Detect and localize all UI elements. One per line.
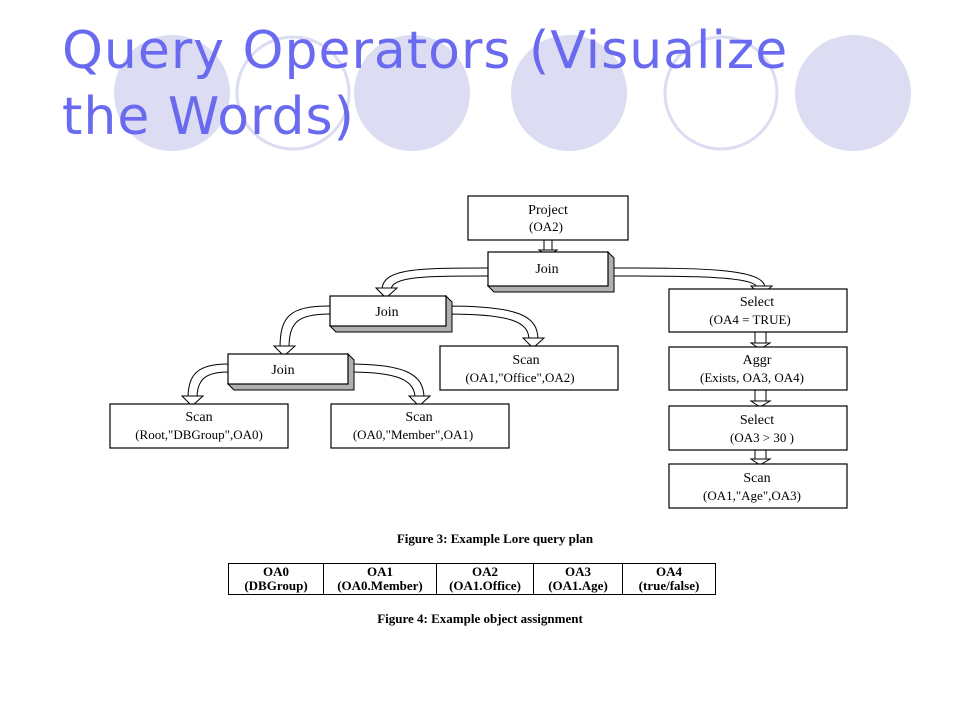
node-scan-root-name: Scan — [185, 410, 212, 425]
edge-join2-join3-inner — [288, 313, 331, 349]
oa2-name: OA2 — [472, 564, 498, 579]
oa1-desc: (OA0.Member) — [337, 578, 423, 593]
deco-circle-5 — [663, 35, 779, 151]
node-select1-name: Select — [740, 295, 774, 310]
deco-circle-1 — [114, 35, 230, 151]
node-scan-office-args: (OA1,"Office",OA2) — [465, 370, 574, 385]
node-select2-name: Select — [740, 413, 774, 428]
edge-join3-scan-member — [347, 363, 425, 399]
node-aggr-name: Aggr — [743, 353, 772, 368]
object-assignment-table: OA0 (DBGroup) OA1 (OA0.Member) OA2 (OA1.… — [228, 563, 716, 595]
node-scan-root-box — [109, 403, 289, 449]
node-select1-args: (OA4 = TRUE) — [709, 312, 790, 327]
node-scan-age-args: (OA1,"Age",OA3) — [703, 488, 801, 503]
arrowhead-scan-root — [180, 395, 205, 407]
edge-join1-select1-inner — [607, 275, 758, 289]
edge-select1-aggr — [754, 332, 767, 344]
oa4-name: OA4 — [656, 564, 682, 579]
node-select1-box — [668, 288, 848, 333]
figure-4-caption: Figure 4: Example object assignment — [377, 611, 583, 626]
edge-join1-join2 — [381, 267, 489, 291]
plan-edges — [187, 267, 766, 399]
node-aggr-args: (Exists, OA3, OA4) — [700, 370, 804, 385]
figure-3-caption: Figure 3: Example Lore query plan — [396, 531, 594, 546]
oa4-cell: OA4 (true/false) — [622, 563, 716, 595]
node-join2-name: Join — [375, 305, 398, 320]
node-select2-box — [668, 405, 848, 451]
oa1-name: OA1 — [367, 564, 393, 579]
node-project-args: (OA2) — [529, 219, 563, 234]
edge-join1-select1 — [607, 267, 766, 289]
deco-circle-2 — [235, 35, 351, 151]
node-scan-office-box — [439, 345, 619, 391]
slide-title: Query Operators (Visualize the Words) — [62, 21, 789, 147]
arrowhead-scan-age — [749, 458, 772, 466]
edge-join3-scan-root — [187, 363, 229, 399]
node-join3-name: Join — [271, 363, 294, 378]
edge-join2-scan-office — [445, 305, 539, 341]
edge-join1-join2-inner — [390, 275, 489, 291]
edge-join3-scan-root-inner — [196, 371, 229, 399]
node-scan-member-box — [330, 403, 510, 449]
oa2-desc: (OA1.Office) — [449, 578, 521, 593]
node-join1-box — [487, 251, 609, 287]
oa3-cell: OA3 (OA1.Age) — [533, 563, 623, 595]
arrowhead-join3 — [272, 345, 297, 357]
edge-join2-join3 — [279, 305, 331, 349]
oa4-desc: (true/false) — [638, 578, 700, 593]
node-aggr-box — [668, 346, 848, 391]
edge-join2-scan-office-inner — [445, 313, 530, 341]
oa1-cell: OA1 (OA0.Member) — [323, 563, 437, 595]
node-scan-age-name: Scan — [743, 471, 770, 486]
deco-circle-4 — [511, 35, 627, 151]
edge-join3-scan-member-inner — [347, 371, 416, 399]
deco-circle-6 — [795, 35, 911, 151]
oa2-cell: OA2 (OA1.Office) — [436, 563, 534, 595]
arrowhead-join2 — [374, 287, 399, 299]
node-project-box — [467, 195, 629, 241]
node-join2-box — [329, 295, 447, 327]
edge-select2-scan-age — [754, 450, 767, 460]
plan-node-labels: Project (OA2) Join Join Join Scan (Root,… — [135, 203, 804, 503]
plan-node-boxes — [109, 195, 848, 509]
table-row: OA0 (DBGroup) OA1 (OA0.Member) OA2 (OA1.… — [228, 563, 716, 595]
node-select2-args: (OA3 > 30 ) — [730, 430, 794, 445]
node-scan-office-name: Scan — [512, 353, 539, 368]
arrowhead-aggr — [749, 342, 772, 350]
node-scan-age-box — [668, 463, 848, 509]
oa0-desc: (DBGroup) — [244, 578, 308, 593]
node-scan-member-args: (OA0,"Member",OA1) — [353, 427, 473, 442]
oa3-desc: (OA1.Age) — [548, 578, 608, 593]
node-join3-box — [227, 353, 349, 385]
edge-aggr-select2 — [754, 390, 767, 402]
oa0-name: OA0 — [263, 564, 289, 579]
arrowhead-scan-member — [407, 395, 432, 407]
node-scan-member-name: Scan — [405, 410, 432, 425]
arrowhead-select2 — [749, 400, 772, 408]
node-project-name: Project — [528, 203, 568, 218]
oa3-name: OA3 — [565, 564, 591, 579]
node-join1-name: Join — [535, 262, 558, 277]
oa0-cell: OA0 (DBGroup) — [228, 563, 324, 595]
arrowhead-scan-office — [521, 337, 546, 349]
deco-circle-3 — [354, 35, 470, 151]
node-scan-root-args: (Root,"DBGroup",OA0) — [135, 427, 263, 442]
